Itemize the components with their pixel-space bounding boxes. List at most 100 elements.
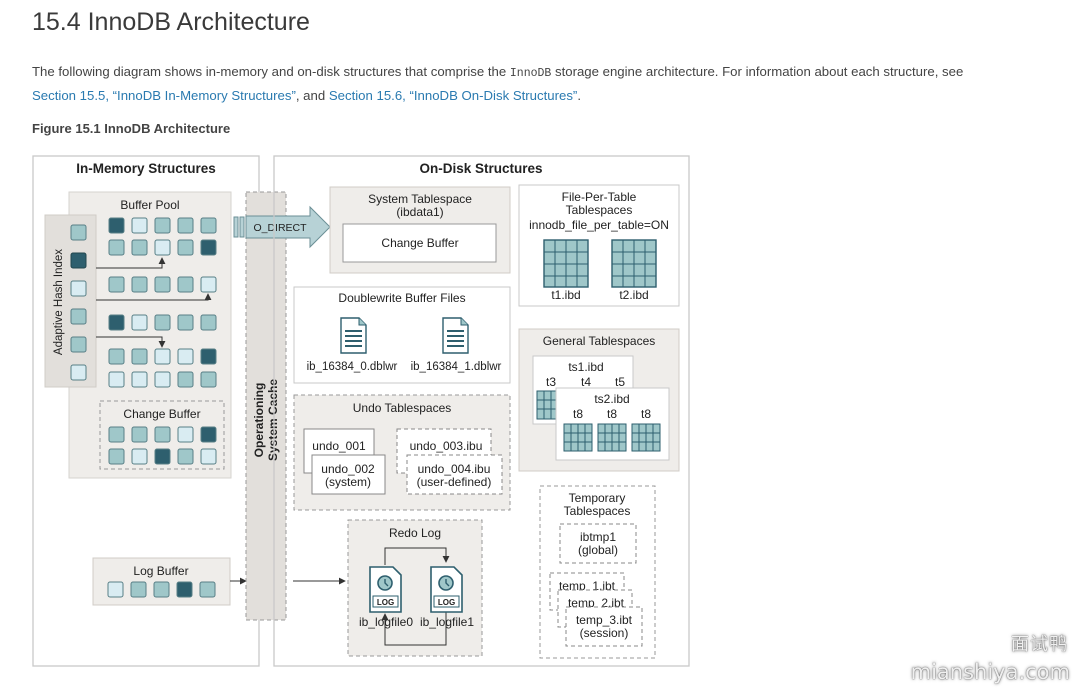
file-per-table-title-2: Tablespaces [566, 203, 633, 217]
page-cell [177, 217, 194, 234]
cb-cell [108, 448, 125, 465]
adaptive-hash-index-cells [70, 224, 87, 381]
section-15-6-link[interactable]: Section 15.6, “InnoDB On-Disk Structures… [328, 88, 578, 103]
intro-and: , and [295, 88, 329, 103]
hash-cell [70, 336, 87, 353]
page-cell [200, 348, 217, 365]
log-cell [153, 581, 170, 598]
table-icon [563, 423, 593, 452]
logfile0-label: ib_logfile0 [359, 615, 413, 629]
page-cell [154, 239, 171, 256]
os-cache-line2: System Cache [266, 379, 280, 461]
hash-cell [70, 308, 87, 325]
hash-pointer-arrows [96, 257, 212, 348]
log-file-icon: LOG [430, 566, 463, 613]
intro-text-2: storage engine architecture. For informa… [551, 64, 964, 79]
hash-arrow [96, 336, 166, 348]
undo-003-label: undo_003.ibu [410, 439, 483, 453]
page-cell [200, 239, 217, 256]
log-cell [199, 581, 216, 598]
o-direct-stripe [239, 216, 245, 238]
log-cell [107, 581, 124, 598]
buffer-pool-title: Buffer Pool [120, 198, 179, 212]
undo-004-box [406, 454, 503, 495]
redo-cycle-arrow-top [384, 547, 450, 565]
ibtmp1-label: ibtmp1 [580, 530, 616, 544]
page-cell [108, 239, 125, 256]
watermark-cn: 面试鸭 [1011, 634, 1068, 655]
intro-paragraph: The following diagram shows in-memory an… [32, 61, 1042, 107]
page-cell [200, 314, 217, 331]
log-tag: LOG [438, 598, 455, 607]
dblwr-file-0: ib_16384_0.dblwr [307, 361, 398, 373]
page-cell [154, 314, 171, 331]
figure-caption: Figure 15.1 InnoDB Architecture [32, 121, 231, 136]
system-change-buffer-box [342, 223, 497, 263]
undo-002-box [311, 454, 386, 495]
ibtmp1-sub: (global) [578, 543, 618, 557]
t1-ibd-label: t1.ibd [551, 288, 580, 302]
doublewrite-title: Doublewrite Buffer Files [338, 291, 465, 305]
t2-ibd-label: t2.ibd [619, 288, 648, 302]
log-buffer-title: Log Buffer [133, 564, 188, 578]
temporary-tablespaces-title: Temporary [569, 491, 626, 505]
os-cache-panel [245, 191, 287, 621]
change-buffer-cells [108, 426, 217, 465]
page-cell [154, 371, 171, 388]
undo-004-label: undo_004.ibu [418, 462, 491, 476]
o-direct-arrow: O_DIRECT [233, 205, 331, 249]
page-cell [200, 217, 217, 234]
change-buffer-title: Change Buffer [123, 407, 200, 421]
redo-cycle-arrow-bottom [381, 611, 447, 646]
innodb-code: InnoDB [509, 67, 552, 80]
cb-cell [154, 426, 171, 443]
page-cell [131, 371, 148, 388]
t4-label: t4 [581, 375, 591, 389]
log-cell [176, 581, 193, 598]
undo-002-sub: (system) [325, 475, 371, 489]
intro-text: The following diagram shows in-memory an… [32, 64, 510, 79]
system-tablespace-file: (ibdata1) [396, 205, 443, 219]
page-cell [131, 348, 148, 365]
undo-001-label: undo_001 [312, 439, 366, 453]
o-direct-arrow-shape [245, 205, 331, 249]
dblwr-file-1: ib_16384_1.dblwr [411, 361, 502, 373]
t8-label-1: t8 [573, 407, 583, 421]
page-cell [200, 276, 217, 293]
system-tablespace-title: System Tablespace [368, 192, 472, 206]
hash-cell [70, 364, 87, 381]
watermark-en: mianshiya.com [910, 660, 1070, 684]
table-icon [597, 423, 627, 452]
t8-label-3: t8 [641, 407, 651, 421]
general-tablespaces-title: General Tablespaces [543, 334, 656, 348]
cb-cell [200, 426, 217, 443]
cb-cell [131, 448, 148, 465]
table-icon [631, 423, 661, 452]
ts1-label: ts1.ibd [568, 360, 603, 374]
adaptive-hash-index-label: Adaptive Hash Index [53, 249, 65, 355]
undo-002-label: undo_002 [321, 462, 375, 476]
page-cell [177, 371, 194, 388]
ts2-label: ts2.ibd [594, 392, 629, 406]
doublewrite-panel [293, 286, 511, 384]
on-disk-title: On-Disk Structures [419, 161, 542, 176]
o-direct-label: O_DIRECT [253, 222, 307, 234]
page-cell [131, 276, 148, 293]
cb-cell [200, 448, 217, 465]
t3-label: t3 [546, 375, 556, 389]
intro-end: . [577, 88, 581, 103]
os-cache-label: Operationing System Cache [252, 379, 280, 461]
log-buffer-cells [107, 581, 216, 598]
undo-004-sub: (user-defined) [417, 475, 492, 489]
log-cell [130, 581, 147, 598]
page-cell [108, 314, 125, 331]
page-cell [154, 276, 171, 293]
hash-cell [70, 280, 87, 297]
temporary-tablespaces-title-2: Tablespaces [564, 504, 631, 518]
document-icon [442, 317, 469, 354]
os-cache-line1: Operationing [252, 383, 266, 458]
section-15-5-link[interactable]: Section 15.5, “InnoDB In-Memory Structur… [32, 88, 296, 103]
buffer-pool-pages [108, 217, 217, 388]
page-cell [177, 239, 194, 256]
